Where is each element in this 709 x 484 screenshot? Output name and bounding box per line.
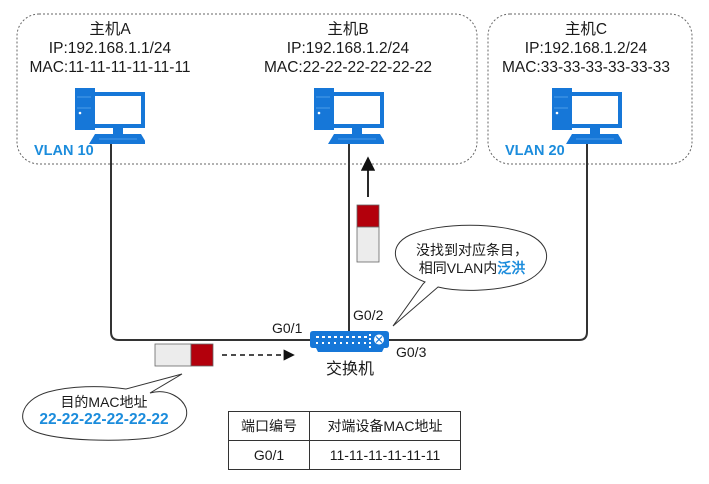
host-a-ip: IP:192.168.1.1/24 (48, 40, 172, 57)
host-b-ip: IP:192.168.1.2/24 (286, 40, 410, 57)
frame-to-host-b (356, 204, 380, 263)
host-b-icon (314, 87, 384, 145)
host-a-label: 主机A IP:192.168.1.1/24 MAC:11-11-11-11-11… (15, 20, 205, 77)
link-host-c (385, 140, 588, 341)
host-c-mac: MAC:33-33-33-33-33-33 (501, 59, 670, 76)
host-b-mac: MAC:22-22-22-22-22-22 (263, 59, 432, 76)
host-b-name: 主机B (327, 21, 369, 38)
host-a-icon (75, 87, 145, 145)
table-row: G0/1 11-11-11-11-11-11 (228, 440, 461, 470)
link-host-a (110, 140, 315, 341)
port-g03-label: G0/3 (396, 344, 427, 360)
vlan20-label: VLAN 20 (505, 143, 565, 159)
vlan10-label: VLAN 10 (34, 143, 94, 159)
cell-port: G0/1 (228, 440, 310, 470)
host-b-label: 主机B IP:192.168.1.2/24 MAC:22-22-22-22-22… (253, 20, 443, 77)
port-g01-label: G0/1 (272, 320, 303, 336)
table-header-row: 端口编号 对端设备MAC地址 (228, 411, 461, 441)
header-port: 端口编号 (228, 411, 310, 441)
flood-callout-bubble (392, 224, 547, 327)
host-c-label: 主机C IP:192.168.1.2/24 MAC:33-33-33-33-33… (491, 20, 681, 77)
flood-callout-line2: 相同VLAN内泛洪 (402, 259, 542, 277)
cell-mac: 11-11-11-11-11-11 (309, 440, 461, 470)
host-a-name: 主机A (89, 21, 131, 38)
flood-callout-text: 没找到对应条目， 相同VLAN内泛洪 (402, 241, 542, 277)
vlan20-group (487, 13, 693, 165)
host-c-ip: IP:192.168.1.2/24 (524, 40, 648, 57)
host-a-mac: MAC:11-11-11-11-11-11 (29, 59, 191, 76)
dest-callout-bubble (22, 373, 188, 441)
flood-callout-line1: 没找到对应条目， (416, 242, 528, 258)
vlan10-group (16, 13, 478, 165)
flood-highlight: 泛洪 (497, 260, 526, 276)
mac-address-table: 端口编号 对端设备MAC地址 G0/1 11-11-11-11-11-11 (228, 411, 461, 470)
dest-mac-value: 22-22-22-22-22-22 (39, 411, 169, 428)
switch-label: 交换机 (325, 361, 374, 378)
frame-incoming (154, 343, 214, 367)
port-g02-label: G0/2 (353, 307, 384, 323)
dest-callout-line1: 目的MAC地址 (60, 394, 148, 410)
dest-callout-text: 目的MAC地址 22-22-22-22-22-22 (22, 393, 186, 429)
host-c-name: 主机C (564, 21, 608, 38)
flood-callout-prefix: 相同VLAN内 (418, 260, 498, 276)
host-c-icon (552, 87, 622, 145)
header-peer-mac: 对端设备MAC地址 (309, 411, 461, 441)
switch-icon (310, 331, 389, 352)
